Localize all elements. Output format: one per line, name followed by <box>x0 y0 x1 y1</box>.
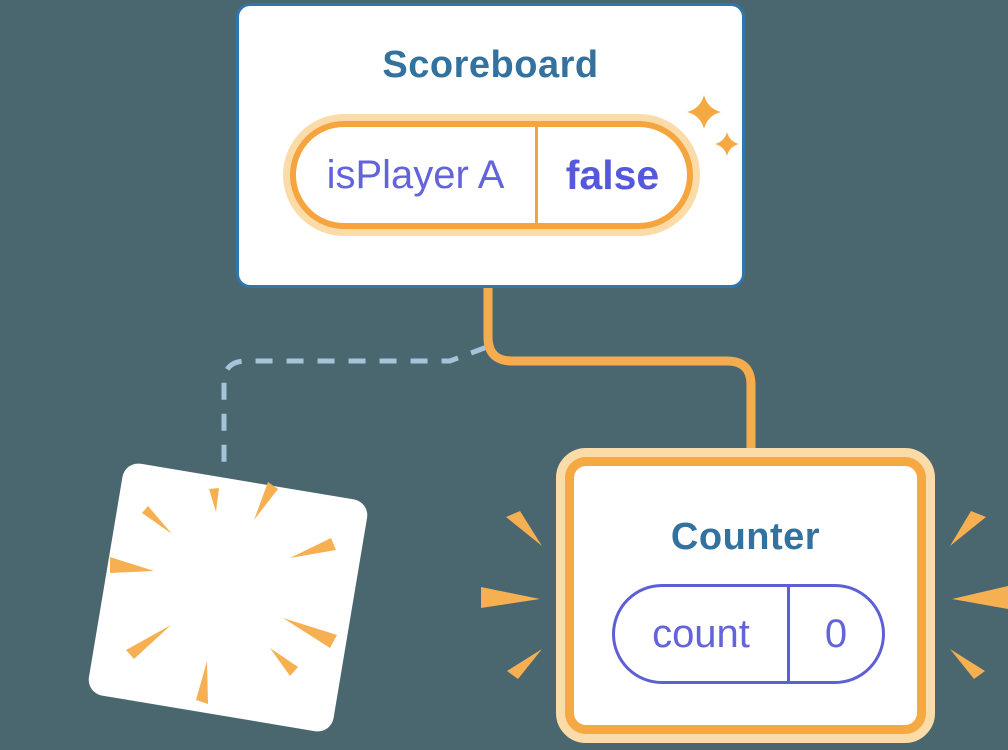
dashed-connector-scoreboard-to-destroyed <box>221 344 488 467</box>
scoreboard-state-pill-highlight: isPlayer A false <box>283 114 700 236</box>
counter-card-inner: Counter count 0 <box>565 457 926 734</box>
scoreboard-title: Scoreboard <box>382 44 599 86</box>
pill-divider <box>535 127 538 223</box>
scoreboard-state-pill: isPlayer A false <box>290 121 693 229</box>
state-value-label: 0 <box>824 611 848 656</box>
destroyed-component-card <box>86 461 370 734</box>
counter-title: Counter <box>670 516 821 558</box>
state-key-label: count <box>652 611 750 656</box>
state-key-label: isPlayer A <box>326 152 505 197</box>
solid-connector-scoreboard-to-counter <box>483 288 756 452</box>
counter-card: Counter count 0 <box>556 448 935 743</box>
pill-divider <box>787 587 790 681</box>
state-value-label: false <box>565 151 660 198</box>
scoreboard-card: Scoreboard isPlayer A false <box>236 3 745 288</box>
counter-state-pill: count 0 <box>612 584 885 684</box>
